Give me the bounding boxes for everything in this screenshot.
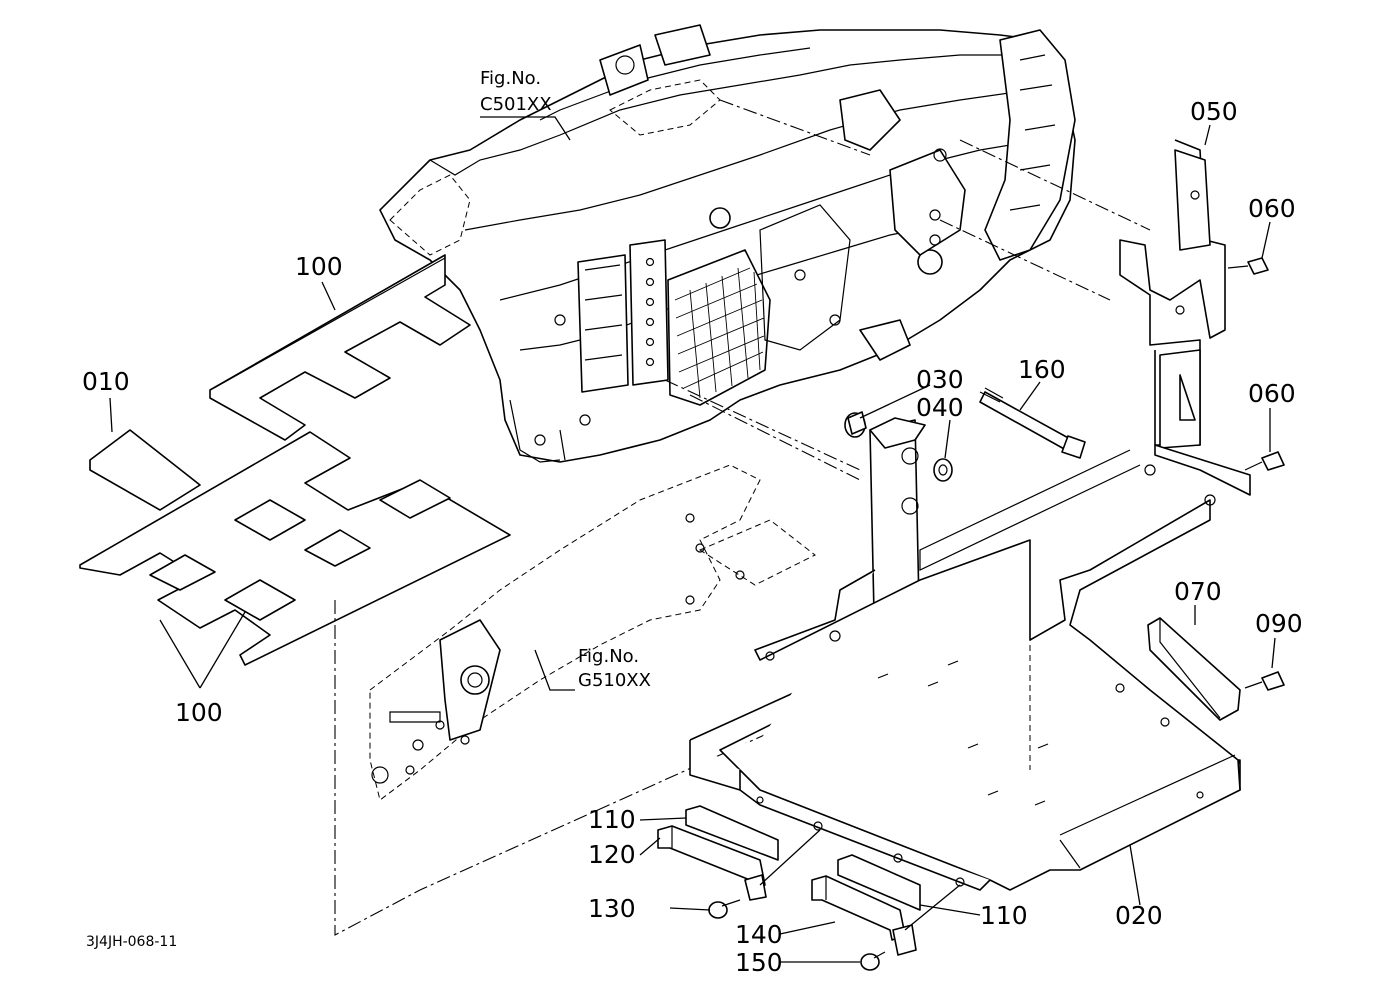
fig-ref-prefix: Fig.No.	[578, 646, 639, 667]
part-120-bracket	[657, 825, 767, 901]
callout-120: 120	[588, 840, 636, 869]
callout-010: 010	[82, 367, 130, 396]
drawing-code: 3J4JH-068-11	[86, 934, 177, 950]
part-110-pad-right	[837, 854, 921, 911]
floor-mat-lower	[79, 431, 511, 666]
callout-030: 030	[916, 365, 964, 394]
callout-100-upper: 100	[295, 252, 343, 281]
fig-ref-g510xx: Fig.No. G510XX	[578, 646, 651, 691]
callout-110-right: 110	[980, 901, 1028, 930]
transmission-assembly	[379, 24, 1151, 481]
part-040-washer	[933, 458, 953, 482]
callout-060-lower: 060	[1248, 379, 1296, 408]
callout-160: 160	[1018, 355, 1066, 384]
part-070-cover	[1147, 617, 1241, 721]
fig-ref-code: C501XX	[480, 94, 552, 115]
fig-ref-prefix: Fig.No.	[480, 68, 541, 89]
part-060-bolt-lower	[1244, 451, 1285, 471]
floor-mat-upper	[209, 254, 471, 441]
part-010-pad	[89, 429, 201, 511]
callout-050: 050	[1190, 97, 1238, 126]
callout-060-upper: 060	[1248, 194, 1296, 223]
part-140-bracket	[811, 875, 917, 956]
callout-070: 070	[1174, 577, 1222, 606]
part-030-spacer	[844, 411, 867, 438]
part-110-pad-left	[685, 805, 779, 861]
part-150-bolt	[860, 951, 886, 971]
fig-ref-code: G510XX	[578, 670, 651, 691]
callout-090: 090	[1255, 609, 1303, 638]
leader-lines	[109, 116, 1276, 963]
part-160-long-bolt	[979, 387, 1086, 459]
callout-040: 040	[916, 393, 964, 422]
side-frame	[369, 464, 816, 801]
callout-020: 020	[1115, 901, 1163, 930]
reference-line-mat	[334, 600, 1021, 936]
part-130-bolt	[708, 899, 741, 919]
callout-100-lower: 100	[175, 698, 223, 727]
callout-130: 130	[588, 894, 636, 923]
callout-140: 140	[735, 920, 783, 949]
part-060-bolt-upper	[1227, 257, 1269, 275]
part-090-bolt	[1244, 671, 1285, 691]
part-020-floor-plate	[689, 449, 1241, 891]
part-050-bracket	[1119, 139, 1251, 496]
callout-150: 150	[735, 948, 783, 977]
callout-110-left: 110	[588, 805, 636, 834]
fig-ref-c501xx: Fig.No. C501XX	[480, 68, 552, 115]
